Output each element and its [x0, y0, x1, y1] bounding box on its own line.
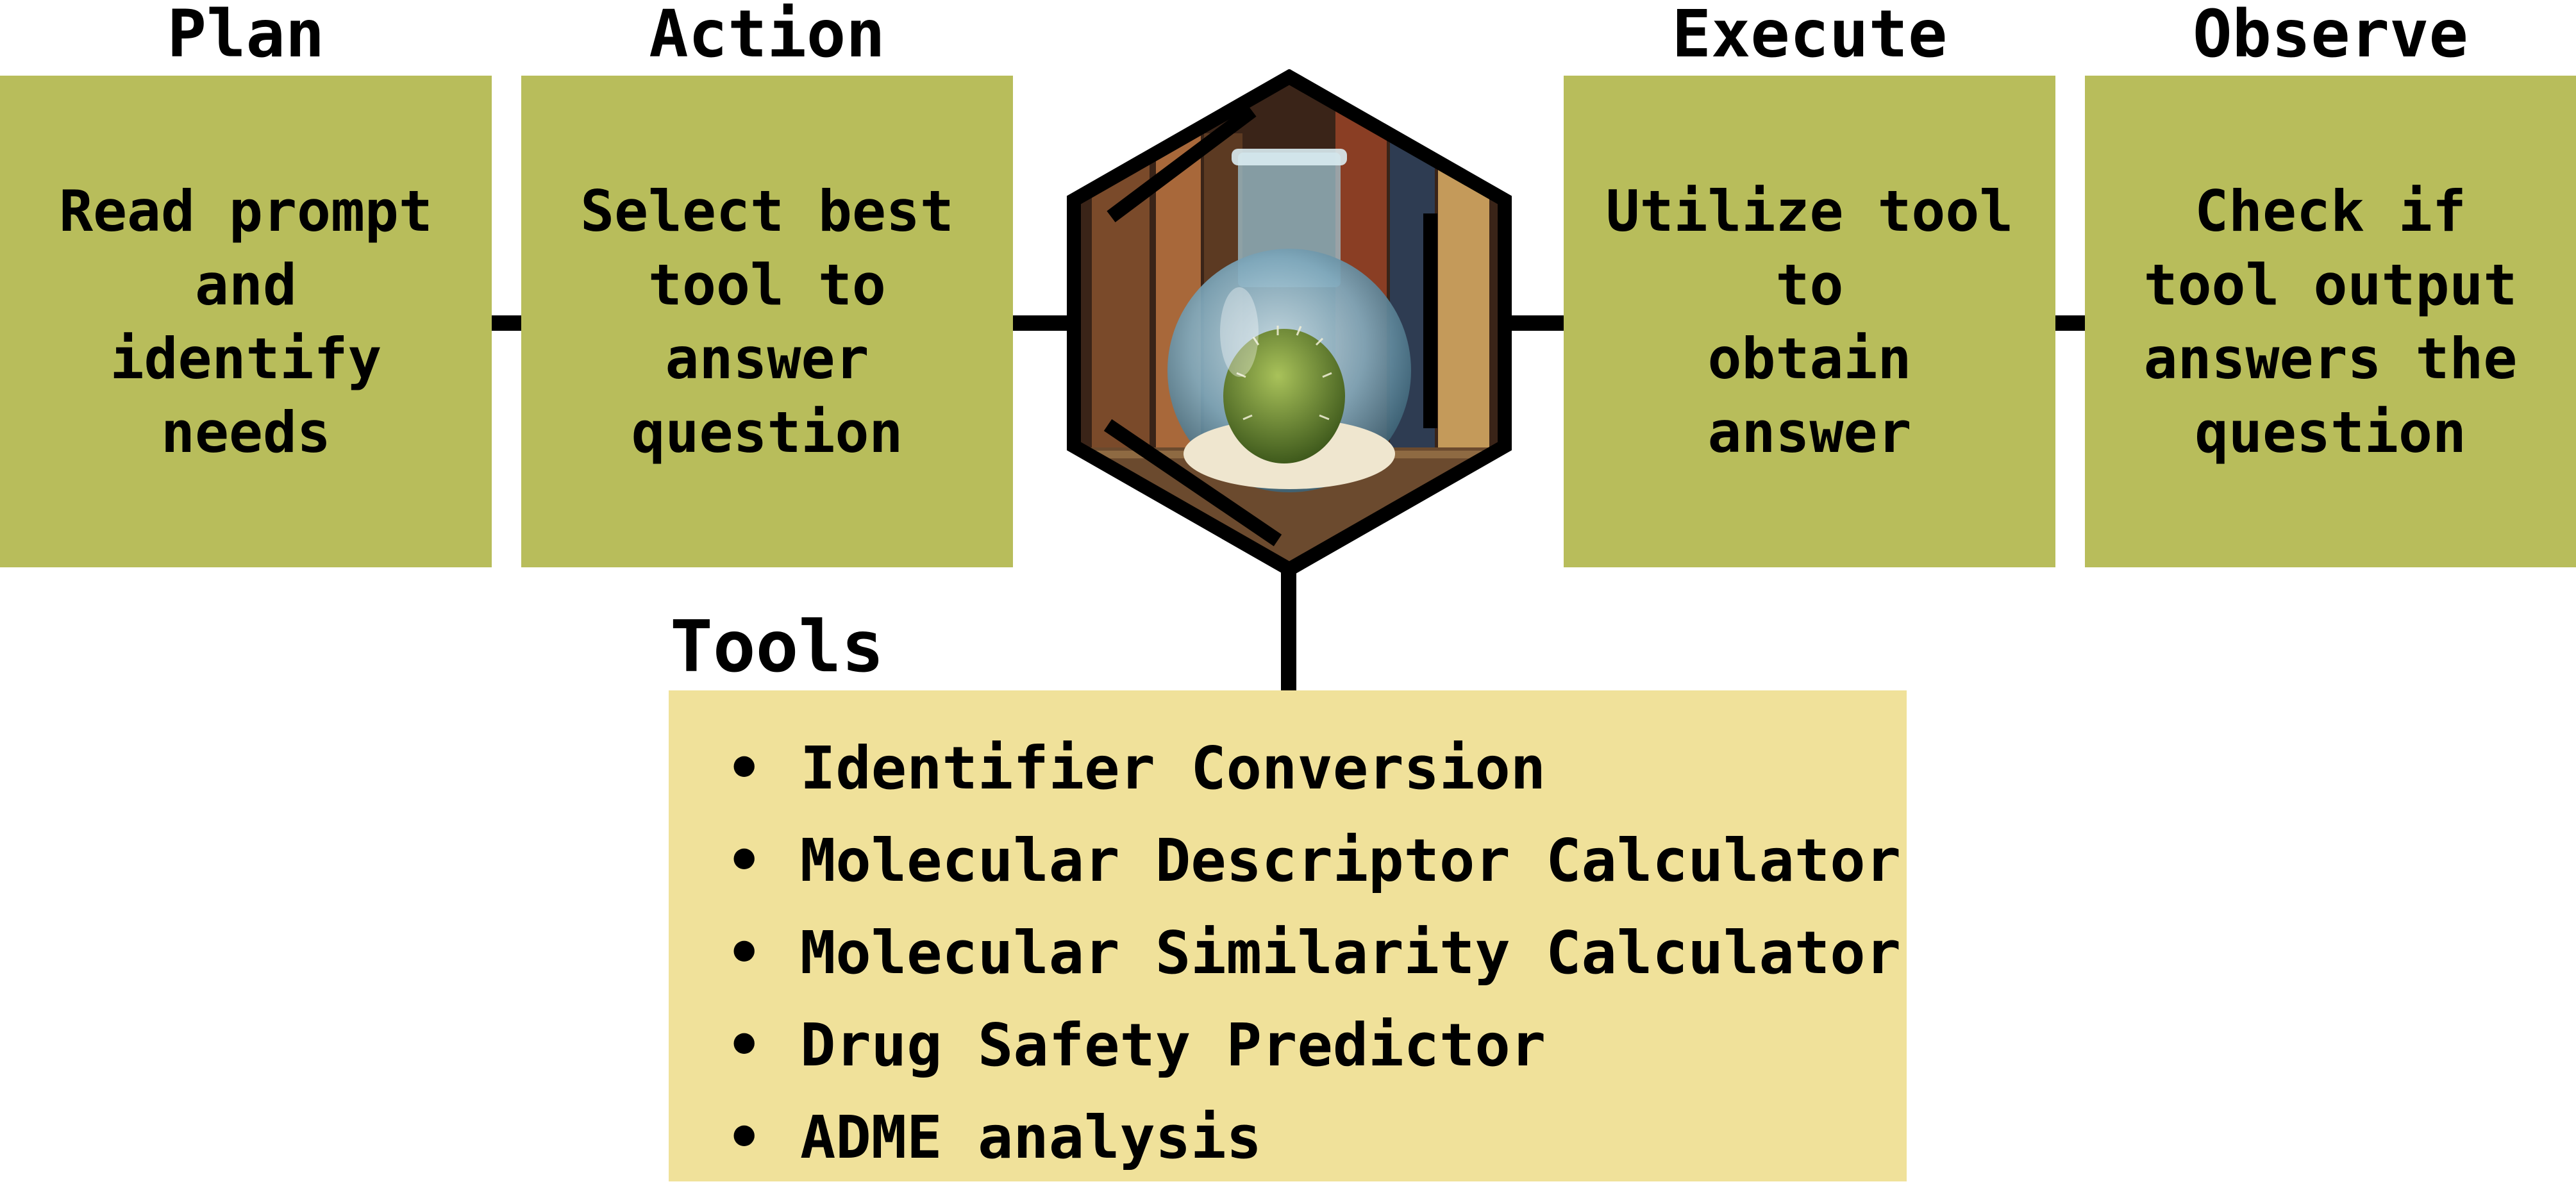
stage-title-action: Action: [649, 0, 885, 72]
stage-box-execute: Utilize tool to obtain answer: [1564, 76, 2055, 567]
stage-title-plan: Plan: [167, 0, 325, 72]
hub-hexagon: [1067, 69, 1512, 577]
bullet-icon: •: [726, 919, 762, 987]
stage-text-action: Select best tool to answer question: [580, 178, 954, 465]
tool-item: • Molecular Similarity Calculator: [707, 907, 1907, 999]
tool-item-label: Molecular Descriptor Calculator: [800, 826, 1902, 895]
stage-title-observe: Observe: [2193, 0, 2468, 72]
tool-item: • Identifier Conversion: [707, 722, 1907, 815]
tool-item-label: ADME analysis: [800, 1103, 1262, 1172]
stage-box-observe: Check if tool output answers the questio…: [2085, 76, 2576, 567]
connector-execute-observe: [2055, 315, 2086, 331]
stage-box-plan: Read prompt and identify needs: [0, 76, 492, 567]
stage-title-execute: Execute: [1671, 0, 1948, 72]
bullet-icon: •: [726, 1011, 762, 1080]
connector-hub-tools: [1281, 564, 1296, 692]
tool-item: • Drug Safety Predictor: [707, 999, 1907, 1092]
tools-list: • Identifier Conversion • Molecular Desc…: [707, 722, 1907, 1184]
cactus-in-flask-image: [1074, 77, 1505, 569]
connector-hub-execute: [1507, 315, 1567, 331]
stage-box-action: Select best tool to answer question: [521, 76, 1013, 567]
tool-item: • Molecular Descriptor Calculator: [707, 815, 1907, 907]
bullet-icon: •: [726, 1103, 762, 1172]
tools-title: Tools: [670, 606, 885, 688]
stage-text-observe: Check if tool output answers the questio…: [2143, 178, 2518, 465]
stage-text-plan: Read prompt and identify needs: [59, 178, 433, 465]
stage-text-execute: Utilize tool to obtain answer: [1605, 178, 2014, 465]
tools-box: • Identifier Conversion • Molecular Desc…: [669, 690, 1907, 1181]
bullet-icon: •: [726, 734, 762, 803]
tool-item-label: Identifier Conversion: [800, 734, 1546, 803]
tool-item-label: Molecular Similarity Calculator: [800, 919, 1902, 987]
tool-item-label: Drug Safety Predictor: [800, 1011, 1546, 1080]
connector-action-hub: [1012, 315, 1072, 331]
tool-item: • ADME analysis: [707, 1092, 1907, 1184]
bullet-icon: •: [726, 826, 762, 895]
connector-plan-action: [491, 315, 522, 331]
